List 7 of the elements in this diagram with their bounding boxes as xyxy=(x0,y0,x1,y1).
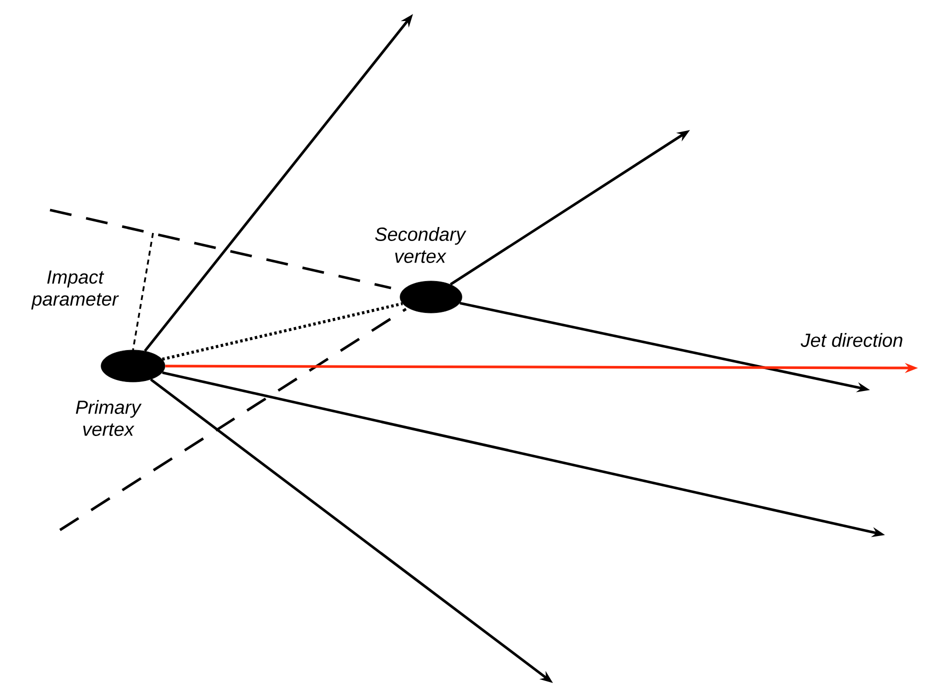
dotted-line xyxy=(162,302,403,361)
edge-label: Jet direction xyxy=(800,333,902,347)
vertex-label: Primary vertex xyxy=(76,400,142,436)
parameter-label: Impact parameter xyxy=(31,270,119,310)
vertex-ellipse xyxy=(100,350,166,382)
vertex-ellipse xyxy=(400,280,462,314)
vertex-label: Secondary vertex xyxy=(375,227,466,263)
